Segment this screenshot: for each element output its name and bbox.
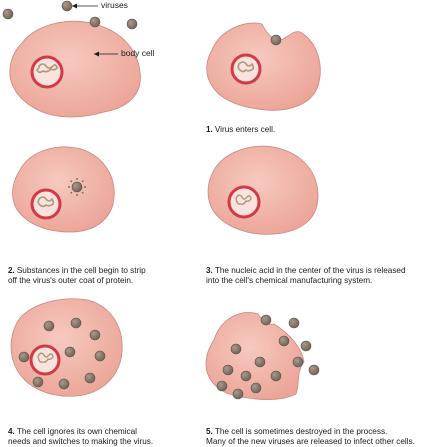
caption-step-5: 5.The cell is sometimes destroyed in the… [206,417,436,447]
virus-particle [64,346,76,358]
virus-particle [300,340,312,352]
step-text: The cell ignores its own chemical needs … [8,427,154,446]
body-cell-arrowhead-icon [94,51,99,57]
step-text: Substances in the cell begin to strip of… [8,266,146,285]
virus-particle [270,34,282,46]
virus-particle [32,376,44,388]
step-number: 1. [206,125,213,134]
virus-particle [58,378,70,390]
step-text: The cell is sometimes destroyed in the p… [206,427,415,446]
caption-step-2: 2.Substances in the cell begin to strip … [8,256,198,286]
body-cell [9,20,141,118]
virus-particle [240,370,252,382]
nucleic-acid-icon [235,194,252,205]
step-number: 4. [8,427,15,436]
step-text: The nucleic acid in the center of the vi… [206,266,406,285]
virus-particle [250,382,262,394]
nucleus [30,188,62,220]
virus-particle [70,317,82,329]
nucleic-acid-icon [37,352,54,363]
viruses-arrowhead-icon [72,3,77,9]
virus-particle [43,320,55,332]
panel-step-1 [206,22,321,111]
virus-particle [260,314,272,326]
panel-intro [2,0,141,118]
virus-particle [61,0,73,12]
virus-particle [230,343,242,355]
body-cell [12,146,115,233]
step-number: 5. [206,427,213,436]
body-cell-callout: body cell [121,48,155,58]
virus-particle [84,372,96,384]
body-cell [206,22,321,111]
body-cell [207,145,319,235]
panel-step-3 [207,145,319,235]
new-viruses [18,317,106,390]
nucleic-acid-icon [36,63,58,74]
caption-step-4: 4.The cell ignores its own chemical need… [8,417,198,447]
virus-particle [89,329,101,341]
virus-particle [94,350,106,362]
viruses-callout: viruses [101,0,128,10]
nucleus [230,53,262,85]
virus-particle [89,16,101,28]
virus-particle [232,388,244,400]
virus-stripping-icon [68,178,86,196]
virus-particle [292,356,304,368]
step-text: Virus enters cell. [214,125,276,134]
panel-step-5 [205,312,320,400]
nucleus [227,185,261,219]
virus-particle [288,317,300,329]
virus-particle [254,356,266,368]
panel-step-2 [12,146,115,233]
step-number: 3. [206,266,213,275]
new-viruses [216,314,320,400]
virus-particle [18,351,30,363]
nucleic-acid-icon [37,196,55,208]
caption-step-1: 1.Virus enters cell. [206,115,431,135]
virus-particle [222,364,234,376]
virus-particle [308,364,320,376]
virus-particle [126,18,138,30]
virus-particle [278,335,290,347]
virus-particle [2,8,14,20]
virus-particle [216,380,228,392]
panel-step-4 [10,298,123,397]
caption-step-3: 3.The nucleic acid in the center of the … [206,256,434,286]
nucleus [29,344,61,376]
virus-particle [270,370,282,382]
step-number: 2. [8,266,15,275]
nucleic-acid-icon [237,61,255,73]
